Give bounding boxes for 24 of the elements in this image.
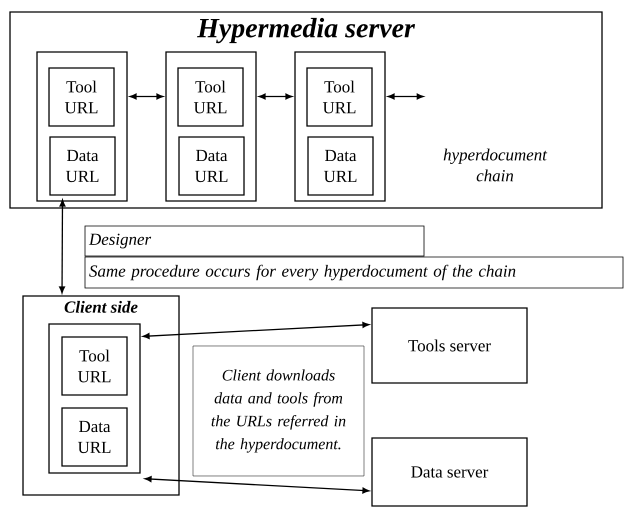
banner-box: Same procedure occurs for every hyperdocument of the chain bbox=[84, 256, 624, 288]
url-box: Data URL bbox=[178, 136, 245, 196]
arrow bbox=[130, 94, 164, 100]
arrow bbox=[59, 200, 66, 294]
arrow bbox=[388, 94, 424, 100]
server-box: Tools server bbox=[371, 307, 528, 384]
arrow bbox=[258, 94, 292, 100]
hyperdocument-box bbox=[165, 51, 257, 202]
arrow bbox=[144, 476, 370, 494]
hyperdocument-box bbox=[48, 323, 141, 474]
hyperdocument-box bbox=[294, 51, 386, 202]
url-box: Tool URL bbox=[306, 67, 373, 127]
url-box: Data URL bbox=[307, 136, 374, 196]
server-box: Data server bbox=[371, 437, 528, 507]
hyperdocument-box bbox=[36, 51, 128, 202]
note-box: Client downloads data and tools from the URLs referred in the hyperdocument. bbox=[192, 346, 364, 476]
chain-label: hyperdocument chain bbox=[444, 148, 548, 182]
url-box: Data URL bbox=[61, 407, 128, 467]
url-box: Tool URL bbox=[48, 67, 115, 127]
url-box: Tool URL bbox=[61, 336, 128, 396]
url-box: Data URL bbox=[49, 136, 116, 196]
banner-box: Designer bbox=[84, 226, 424, 256]
url-box: Tool URL bbox=[177, 67, 244, 127]
arrow bbox=[142, 322, 370, 340]
